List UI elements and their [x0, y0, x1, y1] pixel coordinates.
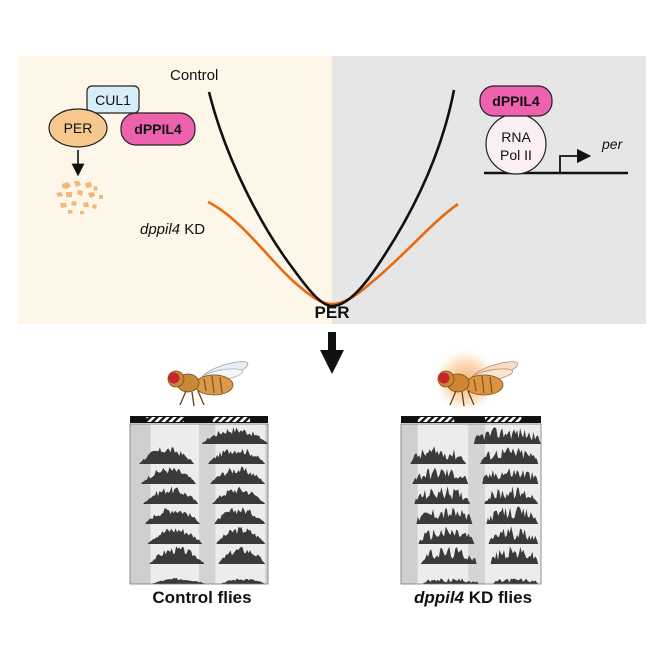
actogram-activity-trace	[145, 507, 266, 524]
actogram-frame	[129, 423, 269, 585]
bent-arrow-icon	[559, 148, 592, 173]
actogram-frame	[400, 423, 542, 585]
hatched-segment	[146, 417, 184, 422]
actogram-activity-trace	[420, 546, 539, 564]
actogram-activity-trace	[139, 447, 266, 464]
curve-axis-label: PER	[315, 303, 350, 322]
actogram-activity-trace	[410, 446, 539, 464]
actogram-activity-trace	[414, 486, 539, 504]
dppil4-right	[479, 85, 553, 117]
per-gene-label: per	[601, 136, 624, 152]
actogram-activity-trace	[416, 506, 539, 524]
actogram-control	[129, 416, 269, 585]
actogram-activity-trace	[141, 466, 266, 484]
hatched-segment	[485, 417, 522, 422]
kd-label: dppil4 KD	[140, 221, 205, 238]
left-panel-bg	[18, 56, 332, 324]
fruit-fly-icon	[167, 361, 249, 407]
rna-pol-label-2: Pol II	[500, 147, 532, 163]
control-curve	[207, 89, 456, 308]
actogram-activity-trace	[422, 578, 539, 584]
cul1-label: CUL1	[95, 92, 131, 108]
hatched-segment	[417, 417, 455, 422]
per-protein-label: PER	[64, 120, 93, 136]
cul1-box	[86, 85, 140, 114]
down-arrow-icon	[320, 332, 344, 374]
kd-flies-caption: dppil4 KD flies	[373, 588, 573, 608]
actogram-activity-trace	[412, 467, 539, 484]
actogram-activity-trace	[147, 526, 266, 544]
actogram-activity-trace	[201, 427, 268, 444]
light-dark-bar	[130, 416, 268, 423]
rna-pol-label-1: RNA	[501, 129, 531, 145]
kd-curve	[207, 200, 459, 306]
control-label: Control	[170, 67, 218, 84]
actogram-activity-trace	[149, 546, 266, 564]
actogram-activity-trace	[143, 486, 266, 504]
dppil4-left	[120, 112, 196, 146]
per-protein	[48, 108, 108, 148]
actogram-activity-trace	[151, 577, 266, 584]
dppil4-right-label: dPPIL4	[492, 93, 540, 109]
actogram-activity-trace	[473, 427, 541, 444]
actogram-activity-trace	[418, 526, 539, 544]
fruit-fly-icon	[437, 361, 519, 407]
control-flies-caption: Control flies	[152, 588, 252, 607]
shading-stripe	[265, 424, 268, 584]
dppil4-left-label: dPPIL4	[134, 121, 182, 137]
kd-caption-suffix: KD flies	[464, 588, 533, 607]
hatched-segment	[212, 417, 251, 422]
kd-gene-name: dppil4	[413, 588, 465, 607]
degraded-fragments	[56, 181, 103, 214]
actogram-kd	[400, 416, 542, 585]
light-dark-bar	[401, 416, 541, 423]
